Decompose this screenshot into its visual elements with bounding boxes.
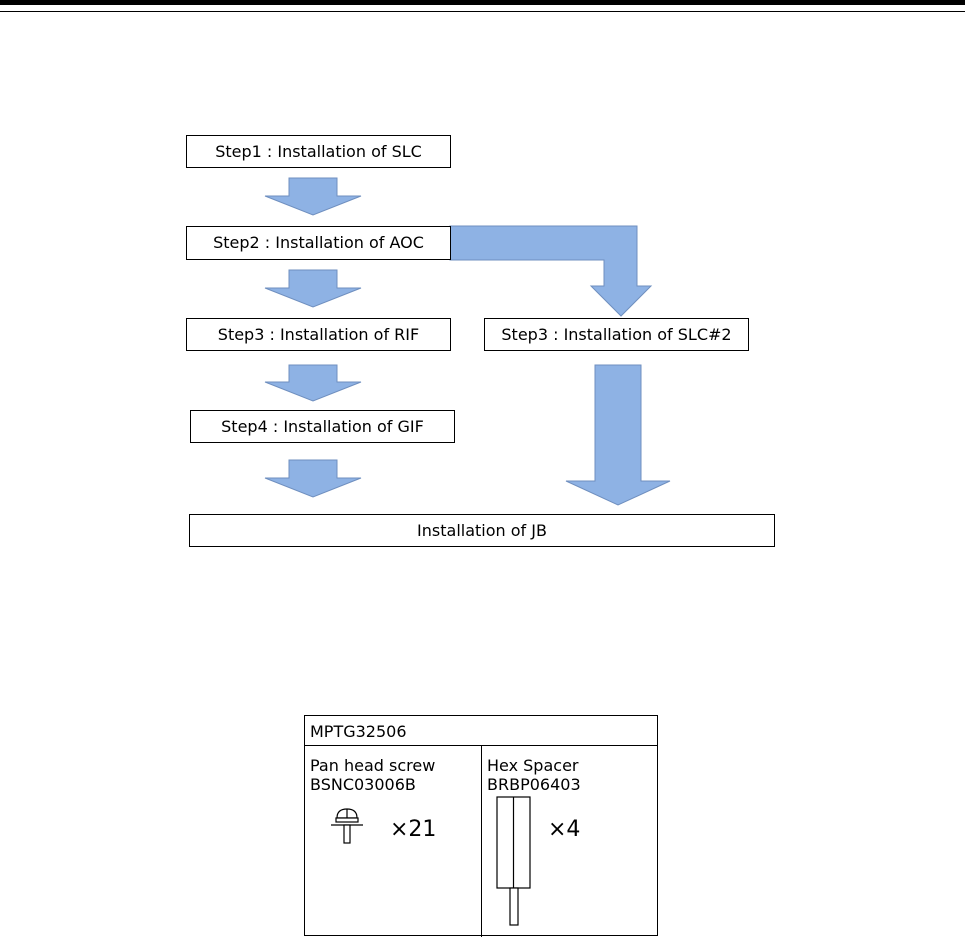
parts-divider [481,746,482,937]
step3-rif-box: Step3 : Installation of RIF [186,318,451,351]
step3-slc2-box: Step3 : Installation of SLC#2 [484,318,749,351]
flow-arrows [0,0,965,560]
step2-box: Step2 : Installation of AOC [186,226,451,260]
parts-table: MPTG32506 Pan head screw BSNC03006B ×21 … [304,715,658,936]
arrow-step2-to-step3 [265,270,361,307]
part-code: BRBP06403 [487,775,581,794]
part-name: Pan head screw [310,756,435,775]
arrow-step1-to-step2 [265,178,361,215]
arrow-step2-to-slc2 [450,226,651,316]
arrow-step3-to-step4 [265,365,361,401]
final-box: Installation of JB [189,514,775,547]
step1-box: Step1 : Installation of SLC [186,135,451,168]
part-cell-spacer: Hex Spacer BRBP06403 [487,756,581,794]
pan-head-screw-icon [327,806,367,856]
part-name: Hex Spacer [487,756,581,775]
part-quantity: ×4 [548,817,580,842]
step4-box: Step4 : Installation of GIF [190,410,455,443]
part-quantity: ×21 [390,817,436,842]
part-code: BSNC03006B [310,775,435,794]
kit-code: MPTG32506 [305,716,657,746]
part-cell-screw: Pan head screw BSNC03006B [310,756,435,794]
arrow-step4-to-final [265,460,361,497]
hex-spacer-icon [495,795,535,927]
arrow-slc2-to-final [566,365,670,505]
